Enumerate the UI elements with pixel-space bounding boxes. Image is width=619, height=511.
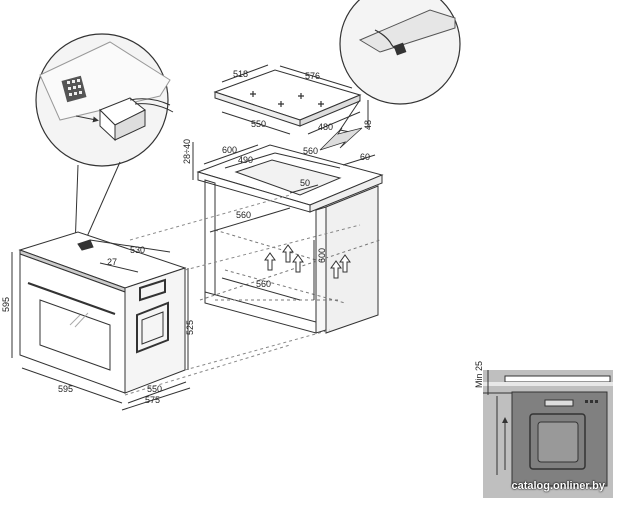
dim-oven-550: 550: [147, 384, 162, 394]
dim-cab-60: 60: [360, 152, 370, 162]
dim-hob-518: 518: [233, 69, 248, 79]
dim-oven-525: 525: [185, 320, 195, 335]
dim-oven-530: 530: [130, 245, 145, 255]
arrow-to-cabinet: [319, 127, 363, 151]
dim-cab-560-side: 560: [236, 210, 251, 220]
dim-hob-550: 550: [251, 119, 266, 129]
cabinet-drawing: [192, 142, 384, 334]
watermark: catalog.onliner.by: [511, 480, 605, 492]
connector-detail-circle: [339, 0, 461, 133]
dim-oven-575: 575: [145, 395, 160, 405]
dim-hob-480: 480: [318, 122, 333, 132]
dim-oven-595-width: 595: [58, 384, 73, 394]
dim-hob-576: 576: [305, 71, 320, 81]
dim-cab-50: 50: [300, 178, 310, 188]
hob-drawing: [213, 64, 369, 135]
terminal-detail-circle: [35, 33, 174, 249]
dim-inset-min25: Min 25: [474, 361, 484, 388]
dim-oven-27: 27: [107, 257, 117, 267]
oven-drawing: [11, 194, 361, 411]
dim-cab-28-40: 28÷40: [182, 139, 192, 164]
dim-cab-490: 490: [238, 155, 253, 165]
dim-cab-560-top: 560: [303, 146, 318, 156]
dim-cab-600: 600: [222, 145, 237, 155]
dim-cab-600-height: 600: [317, 248, 327, 263]
dim-cab-560-bottom: 560: [256, 279, 271, 289]
installation-inset: [483, 370, 613, 498]
dim-hob-48: 48: [363, 120, 373, 130]
dim-oven-595-height: 595: [1, 297, 11, 312]
